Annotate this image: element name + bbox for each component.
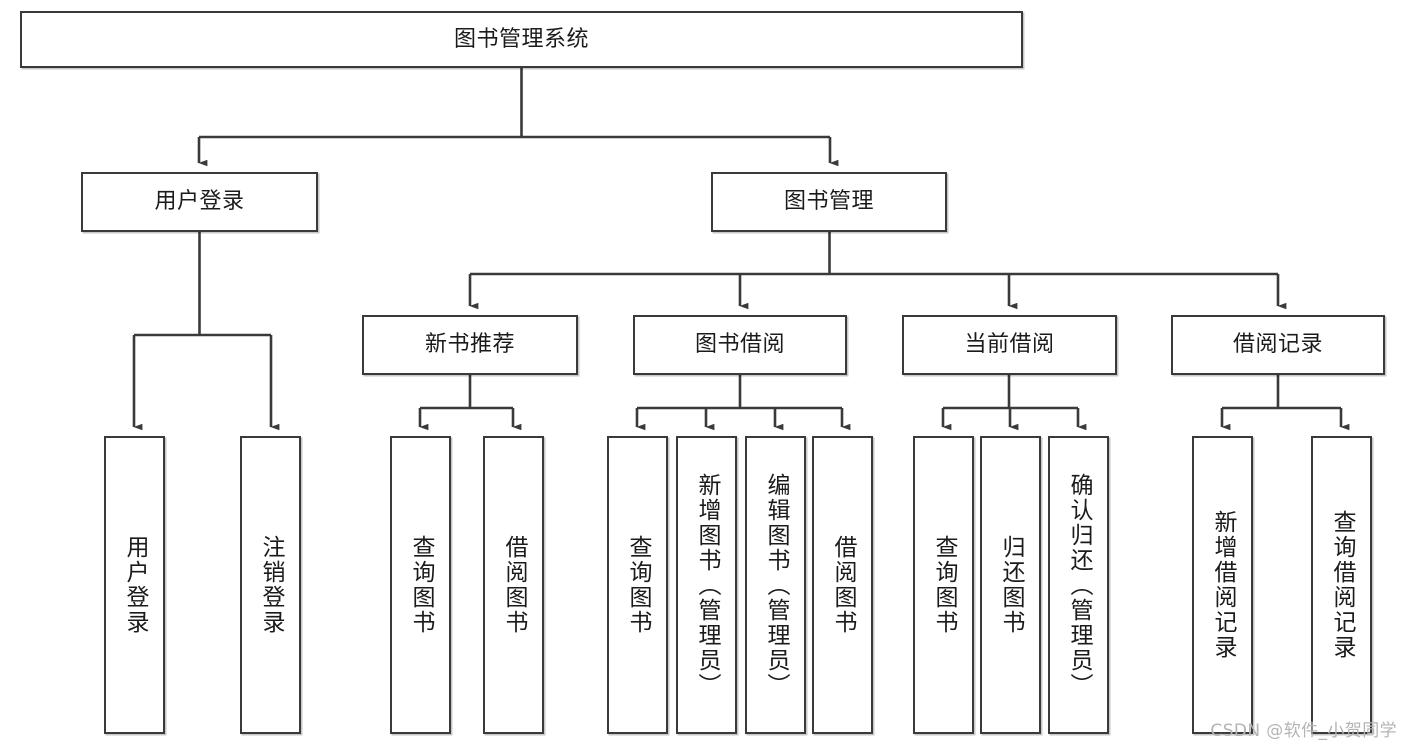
node-root-system[interactable]: 图书管理系统 <box>20 11 1023 68</box>
node-leaf-user-login[interactable]: 用户登录 <box>104 436 165 734</box>
node-label: 新增借阅记录 <box>1210 510 1236 660</box>
node-label: 用户登录 <box>122 535 148 635</box>
node-label: 查询图书 <box>625 535 651 635</box>
node-label: 借阅图书 <box>501 535 527 635</box>
node-book-borrow[interactable]: 图书借阅 <box>633 315 847 375</box>
node-new-book-recommend[interactable]: 新书推荐 <box>362 315 578 375</box>
node-label: 用户登录 <box>154 189 245 215</box>
node-label: 查询借阅记录 <box>1329 510 1355 660</box>
node-label: 注销登录 <box>258 535 284 635</box>
node-label: 借阅图书 <box>830 535 856 635</box>
node-user-login[interactable]: 用户登录 <box>81 172 318 232</box>
node-label: 图书管理系统 <box>453 26 589 52</box>
node-label: 查询图书 <box>408 535 434 635</box>
node-leaf-user-logout[interactable]: 注销登录 <box>240 436 301 734</box>
node-leaf-return-book[interactable]: 归还图书 <box>980 436 1041 734</box>
node-label: 借阅记录 <box>1232 332 1323 358</box>
node-leaf-query-book-borrow[interactable]: 查询图书 <box>607 436 668 734</box>
node-label: 编辑图书（管理员） <box>763 472 789 698</box>
node-leaf-add-book-admin[interactable]: 新增图书（管理员） <box>676 436 737 734</box>
node-borrow-record[interactable]: 借阅记录 <box>1171 315 1385 375</box>
node-label: 当前借阅 <box>964 332 1055 358</box>
node-label: 归还图书 <box>998 535 1024 635</box>
node-leaf-add-borrow-record[interactable]: 新增借阅记录 <box>1192 436 1253 734</box>
node-leaf-confirm-return-admin[interactable]: 确认归还（管理员） <box>1048 436 1109 734</box>
node-leaf-borrow-book[interactable]: 借阅图书 <box>812 436 873 734</box>
node-label: 确认归还（管理员） <box>1066 472 1092 698</box>
node-leaf-edit-book-admin[interactable]: 编辑图书（管理员） <box>745 436 806 734</box>
node-leaf-borrow-book-rec[interactable]: 借阅图书 <box>483 436 544 734</box>
node-label: 查询图书 <box>931 535 957 635</box>
node-book-manage[interactable]: 图书管理 <box>711 172 947 232</box>
node-current-borrow[interactable]: 当前借阅 <box>902 315 1117 375</box>
node-label: 图书借阅 <box>694 332 785 358</box>
node-leaf-query-book-current[interactable]: 查询图书 <box>913 436 974 734</box>
node-label: 图书管理 <box>783 189 874 215</box>
node-label: 新书推荐 <box>424 332 515 358</box>
node-label: 新增图书（管理员） <box>694 472 720 698</box>
watermark: CSDN @软件_小贺同学 <box>1210 721 1397 741</box>
node-leaf-query-book-rec[interactable]: 查询图书 <box>390 436 451 734</box>
node-leaf-query-borrow-record[interactable]: 查询借阅记录 <box>1311 436 1372 734</box>
